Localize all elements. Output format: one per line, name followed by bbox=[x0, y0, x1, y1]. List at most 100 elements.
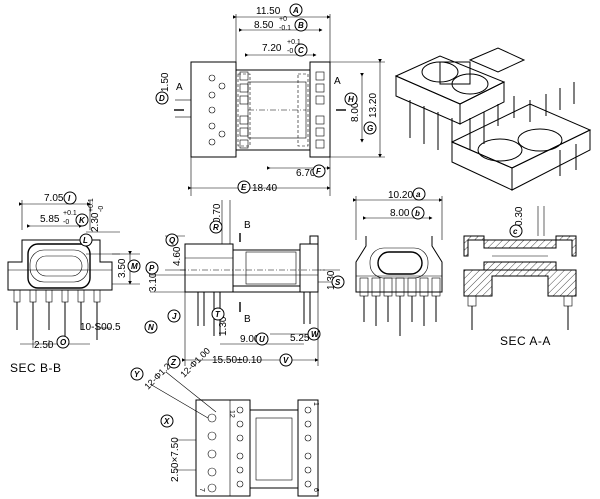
tag-letter-g: G bbox=[367, 124, 373, 133]
dim-height-l: 2.30 bbox=[90, 212, 101, 232]
dim-dist-u: 9.00 bbox=[240, 334, 260, 345]
tag-bubble-o bbox=[56, 335, 70, 349]
section-a-a-pins bbox=[467, 295, 573, 330]
tag-bubble-v bbox=[279, 353, 293, 367]
side-view-pins bbox=[359, 277, 441, 336]
pin-number-7: 7 bbox=[198, 488, 205, 492]
dim-hole-z: 12-Φ1.00 bbox=[178, 346, 212, 380]
tag-bubble-m bbox=[127, 259, 141, 273]
tag-letter-o: O bbox=[60, 338, 67, 347]
dim-pitch-o: 2.50 bbox=[34, 340, 54, 351]
dim-height-g: 13.20 bbox=[368, 93, 379, 118]
tag-bubble-j bbox=[167, 309, 181, 323]
tag-letter-x: X bbox=[163, 417, 170, 426]
tag-bubble-b-lower bbox=[411, 206, 425, 220]
tag-bubble-y bbox=[130, 367, 144, 381]
pin-number-12: 12 bbox=[228, 410, 235, 418]
tag-bubble-g bbox=[363, 121, 377, 135]
tol-k-lower: -0 bbox=[63, 219, 69, 226]
bottom-view-holes-right bbox=[304, 406, 312, 488]
dim-height-m: 3.50 bbox=[117, 258, 128, 278]
tag-letter-y: Y bbox=[134, 370, 140, 379]
tag-letter-c: C bbox=[298, 46, 304, 55]
section-b-b-title: SEC B-B bbox=[10, 361, 62, 375]
tag-bubble-t bbox=[211, 307, 225, 321]
tag-bubble-r bbox=[209, 220, 223, 234]
tag-letter-a-lower: a bbox=[416, 190, 421, 199]
dim-height-p: 3.10 bbox=[148, 272, 159, 292]
section-b-b: 7.05 I 5.85 +0.1 -0 K bbox=[7, 191, 158, 375]
tol-b-upper: +0 bbox=[279, 16, 287, 23]
top-view-pins-left bbox=[208, 74, 226, 146]
dim-rib-r: 0.70 bbox=[212, 203, 223, 223]
pin-number-1: 1 bbox=[312, 402, 319, 406]
tag-bubble-b bbox=[294, 18, 308, 32]
tag-letter-n: N bbox=[148, 323, 154, 332]
section-a-right: A bbox=[334, 76, 341, 87]
tag-letter-b-lower: b bbox=[415, 209, 420, 218]
tag-letter-q: Q bbox=[169, 236, 176, 245]
tag-letter-p: P bbox=[149, 264, 155, 273]
dim-width-a-lower: 10.20 bbox=[388, 190, 413, 201]
dim-width-b: 8.50 bbox=[254, 20, 274, 31]
tag-bubble-d bbox=[155, 91, 169, 105]
section-b-bottom: B bbox=[244, 314, 251, 325]
tag-bubble-a-lower bbox=[412, 187, 426, 201]
tag-letter-e: E bbox=[241, 183, 247, 192]
tag-letter-s: S bbox=[335, 278, 341, 287]
section-a-a-title: SEC A-A bbox=[500, 334, 551, 348]
section-a-a: 0.30 c SEC A-A bbox=[463, 206, 577, 348]
dim-pin-t: 1.30 bbox=[218, 316, 229, 336]
tag-bubble-l bbox=[79, 233, 93, 247]
dim-pitch-x: 2.50×7.50 bbox=[170, 437, 181, 482]
section-b-b-pins bbox=[13, 289, 101, 340]
tag-bubble-x bbox=[160, 414, 174, 428]
tag-bubble-s bbox=[331, 275, 345, 289]
isometric-top-right bbox=[394, 47, 526, 156]
dim-length-e: 18.40 bbox=[252, 183, 277, 194]
tag-letter-m: M bbox=[131, 262, 138, 271]
dim-dist-f: 6.70 bbox=[296, 168, 316, 179]
tag-letter-a: A bbox=[292, 6, 299, 15]
dim-pin-n: 10-S00.5 bbox=[80, 322, 121, 333]
tag-letter-f: F bbox=[316, 167, 322, 176]
tag-letter-r: R bbox=[213, 223, 219, 232]
tag-letter-t: T bbox=[215, 310, 221, 319]
tag-letter-v: V bbox=[283, 356, 289, 365]
tag-bubble-n bbox=[144, 320, 158, 334]
top-view: 11.50 A 8.50 +0 -0.1 B 7.20 +0.1 -0 C bbox=[155, 3, 385, 196]
side-view: 10.20 a 8.00 b bbox=[353, 187, 443, 336]
tag-bubble-e bbox=[237, 180, 251, 194]
dim-width-c: 7.20 bbox=[262, 43, 282, 54]
tol-l-upper: +0.1 bbox=[88, 198, 95, 212]
tol-c-lower: -0 bbox=[287, 48, 293, 55]
dim-pitch-d: 1.50 bbox=[160, 72, 171, 92]
tag-letter-d: D bbox=[159, 94, 165, 103]
bottom-view: 12-Φ1.20 12-Φ1.00 Y Z X 2.50×7.50 bbox=[130, 346, 319, 497]
dim-height-h: 8.00 bbox=[350, 102, 361, 122]
dim-width-i: 7.05 bbox=[44, 193, 64, 204]
tag-bubble-k bbox=[75, 213, 89, 227]
tag-letter-b: B bbox=[298, 21, 304, 30]
tol-l-lower: -0 bbox=[98, 206, 105, 212]
bottom-view-holes-left bbox=[207, 406, 244, 493]
tag-bubble-i bbox=[63, 191, 77, 205]
tag-letter-k: K bbox=[79, 216, 86, 225]
tag-bubble-p bbox=[145, 261, 159, 275]
tag-bubble-w bbox=[307, 327, 321, 341]
tag-bubble-q bbox=[165, 233, 179, 247]
tag-bubble-f bbox=[312, 164, 326, 178]
tol-b-lower: -0.1 bbox=[279, 25, 291, 32]
tag-bubble-c bbox=[294, 43, 308, 57]
tag-letter-i: I bbox=[68, 194, 71, 203]
dim-thick-c: 0.30 bbox=[514, 206, 525, 226]
tag-bubble-z bbox=[167, 355, 181, 369]
tag-letter-z: Z bbox=[170, 358, 177, 367]
tag-bubble-u bbox=[255, 332, 269, 346]
tol-c-upper: +0.1 bbox=[287, 39, 301, 46]
dim-width-a: 11.50 bbox=[256, 6, 281, 17]
isometric-views bbox=[394, 47, 592, 191]
section-a-left: A bbox=[176, 82, 183, 93]
tag-letter-l: L bbox=[83, 236, 88, 245]
